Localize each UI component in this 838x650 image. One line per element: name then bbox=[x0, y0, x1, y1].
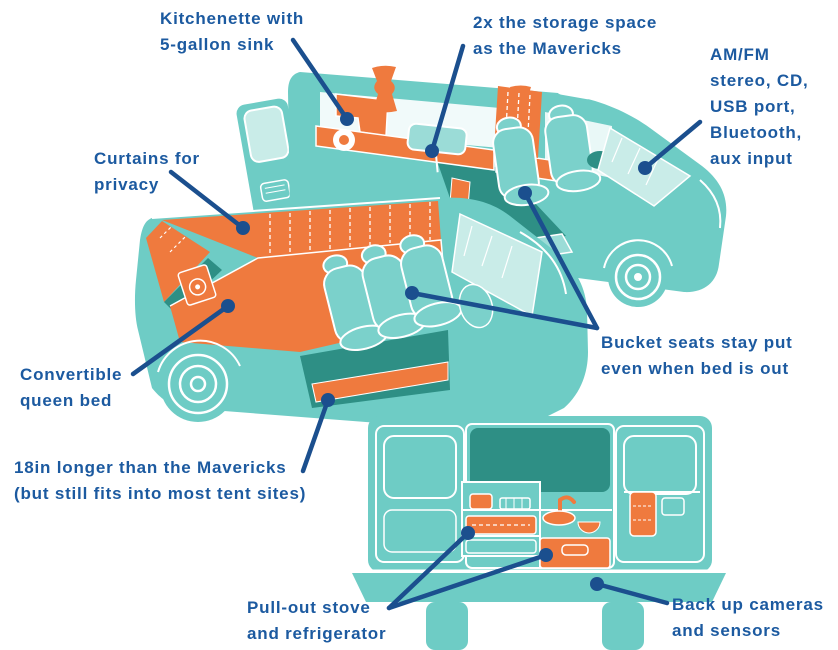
callout-leader-lines bbox=[130, 37, 703, 611]
label-cameras: Back up cameras and sensors bbox=[672, 595, 824, 640]
leader-curtains bbox=[168, 169, 250, 235]
rear-right-door bbox=[615, 425, 705, 563]
leader-bucket-seats bbox=[405, 186, 600, 331]
van-rear-open-doors bbox=[352, 416, 726, 650]
roof-vent bbox=[556, 81, 594, 100]
sink-bowl-icon bbox=[542, 510, 576, 526]
wheel bbox=[157, 339, 241, 422]
towel bbox=[629, 491, 657, 537]
label-kitchenette: Kitchenette with 5-gallon sink bbox=[160, 9, 305, 54]
bowl-icon bbox=[577, 521, 601, 534]
wheel bbox=[602, 602, 644, 650]
wheel bbox=[426, 602, 468, 650]
kitchen-shelf bbox=[461, 481, 541, 557]
leader-kitchenette bbox=[290, 37, 354, 126]
label-stereo: AM/FM stereo, CD, USB port, Bluetooth, a… bbox=[710, 45, 809, 168]
wheel bbox=[603, 239, 673, 307]
rear-window-area bbox=[470, 428, 610, 492]
leader-storage bbox=[425, 43, 466, 158]
leader-stereo bbox=[638, 119, 703, 175]
label-storage: 2x the storage space as the Mavericks bbox=[473, 13, 658, 58]
van-middle-bed-cutaway bbox=[134, 197, 589, 431]
label-length: 18in longer than the Mavericks (but stil… bbox=[14, 458, 307, 503]
faucet-icon bbox=[558, 495, 576, 514]
pot-icon bbox=[469, 493, 493, 510]
leader-cameras bbox=[590, 577, 670, 606]
label-bucket-seats: Bucket seats stay put even when bed is o… bbox=[601, 333, 793, 378]
label-curtains: Curtains for privacy bbox=[94, 149, 200, 194]
bucket-seat bbox=[544, 104, 602, 193]
leader-stove bbox=[386, 526, 553, 611]
label-stove: Pull-out stove and refrigerator bbox=[247, 598, 387, 643]
sink-counter bbox=[539, 482, 612, 569]
label-bed: Convertible queen bed bbox=[20, 365, 123, 410]
tied-curtain-icon bbox=[372, 65, 397, 113]
cabinet-box bbox=[177, 264, 217, 306]
leader-length bbox=[300, 393, 335, 474]
leader-bed bbox=[130, 299, 235, 377]
